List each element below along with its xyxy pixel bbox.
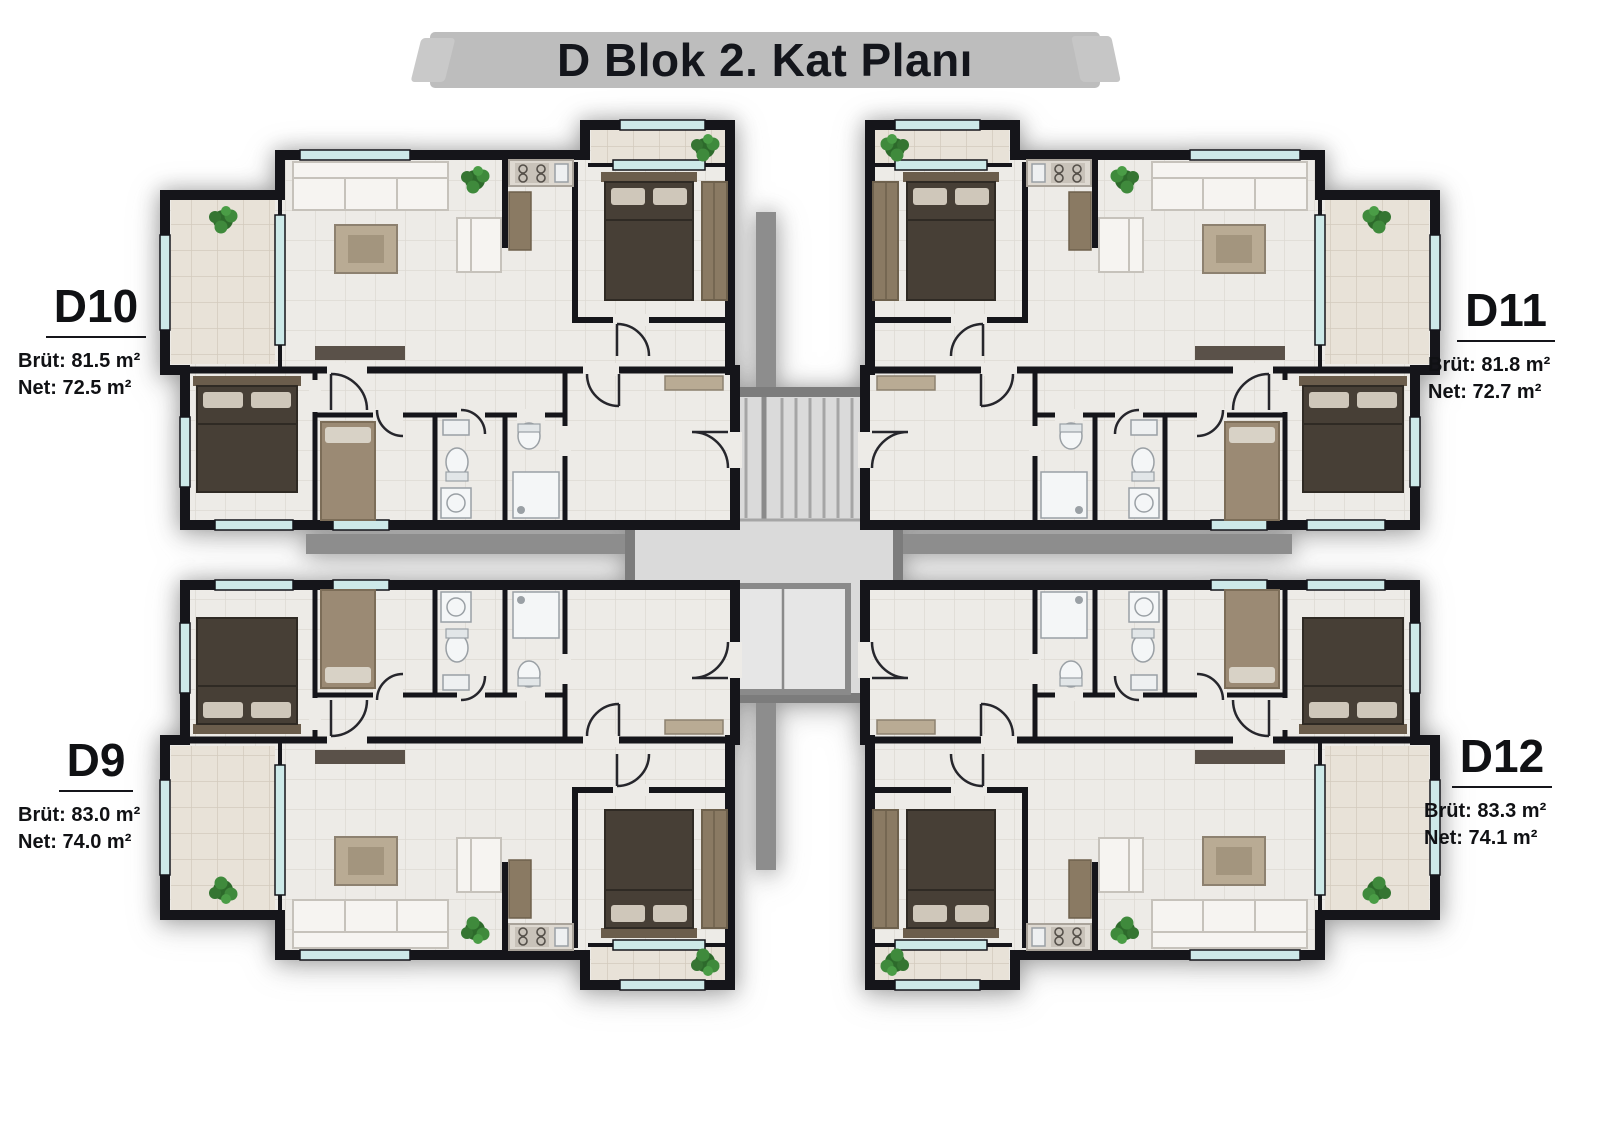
- apartment-label-d10: D10 Brüt: 81.5 m² Net: 72.5 m²: [12, 283, 180, 402]
- apartment-id: D10: [45, 283, 147, 338]
- apartment-id: D11: [1457, 287, 1555, 342]
- apartment-plan-d9: [160, 580, 742, 990]
- title-banner: D Blok 2. Kat Planı: [430, 26, 1100, 94]
- apartment-label-d11: D11 Brüt: 81.8 m² Net: 72.7 m²: [1422, 287, 1590, 406]
- title-brush-background: [430, 32, 1100, 88]
- apartment-label-d12: D12 Brüt: 83.3 m² Net: 74.1 m²: [1418, 733, 1586, 852]
- apartment-net: Net: 74.1 m²: [1424, 827, 1538, 849]
- apartment-brut: Brüt: 83.3 m²: [1424, 800, 1547, 822]
- page-title: D Blok 2. Kat Planı: [557, 34, 973, 86]
- apartment-plan-d11: [858, 120, 1440, 530]
- apartment-label-d9: D9 Brüt: 83.0 m² Net: 74.0 m²: [12, 737, 180, 856]
- apartment-plan-d10: [160, 120, 742, 530]
- corridor-walls: [306, 212, 1292, 870]
- apartment-net: Net: 72.5 m²: [18, 377, 132, 399]
- apartment-brut: Brüt: 81.8 m²: [1428, 354, 1551, 376]
- apartment-brut: Brüt: 81.5 m²: [18, 350, 141, 372]
- apartment-plan-d12: [858, 580, 1440, 990]
- apartment-brut: Brüt: 83.0 m²: [18, 804, 141, 826]
- apartment-id: D9: [58, 737, 134, 792]
- apartment-net: Net: 72.7 m²: [1428, 381, 1542, 403]
- apartment-net: Net: 74.0 m²: [18, 831, 132, 853]
- apartment-id: D12: [1451, 733, 1553, 788]
